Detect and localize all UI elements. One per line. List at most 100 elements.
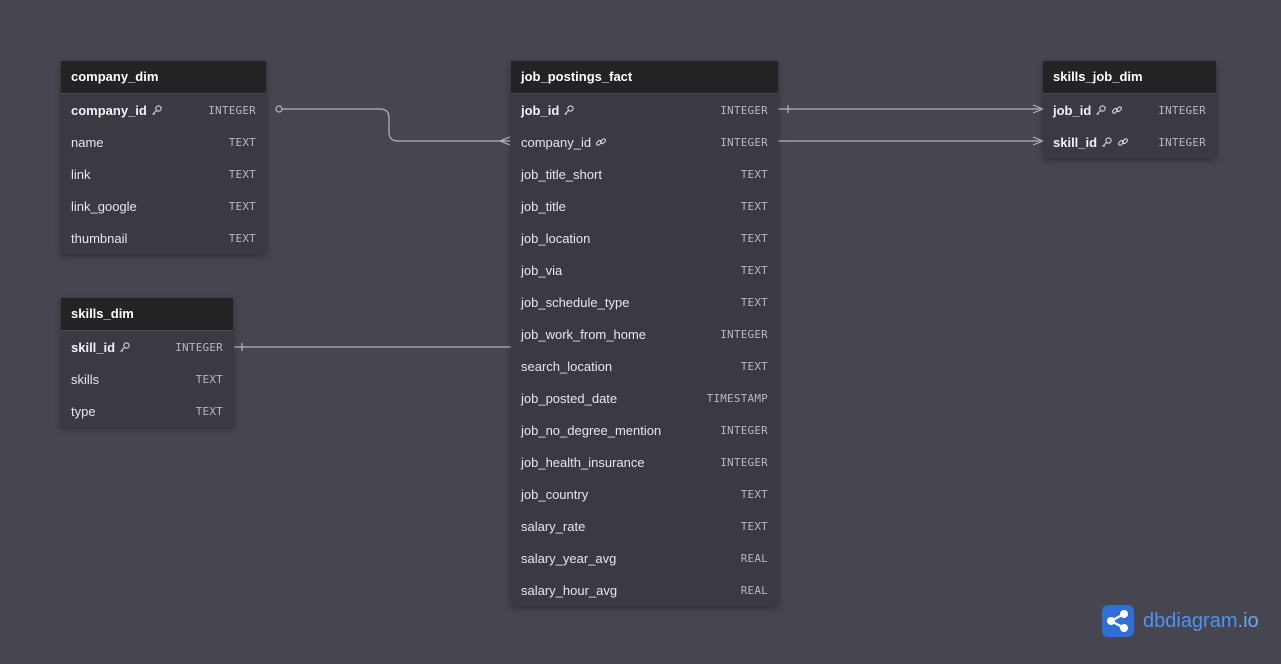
column-type: INTEGER [208, 103, 256, 117]
column-row[interactable]: skill_id INTEGER [1043, 126, 1216, 158]
column-row[interactable]: salary_rate TEXT [511, 510, 778, 542]
column-row[interactable]: job_title TEXT [511, 190, 778, 222]
column-type: REAL [740, 583, 768, 597]
column-type: TEXT [195, 404, 223, 418]
column-row[interactable]: link TEXT [61, 158, 266, 190]
table-title[interactable]: skills_dim [61, 298, 233, 331]
column-type: TEXT [740, 295, 768, 309]
column-type: TIMESTAMP [706, 391, 768, 405]
column-row[interactable]: search_location TEXT [511, 350, 778, 382]
column-name: job_via [521, 262, 563, 278]
relation-job-id [778, 104, 1044, 114]
column-type: TEXT [228, 135, 256, 149]
column-row[interactable]: job_no_degree_mention INTEGER [511, 414, 778, 446]
column-name: skill_id [1053, 134, 1098, 150]
column-type: REAL [740, 551, 768, 565]
column-type: TEXT [740, 167, 768, 181]
column-type: INTEGER [720, 327, 768, 341]
column-row[interactable]: link_google TEXT [61, 190, 266, 222]
column-row[interactable]: salary_hour_avg REAL [511, 574, 778, 606]
column-type: TEXT [740, 199, 768, 213]
key-icon [119, 341, 131, 353]
column-type: INTEGER [720, 103, 768, 117]
relation-skill-job [778, 136, 1044, 146]
column-row[interactable]: job_id INTEGER [511, 94, 778, 126]
column-type: TEXT [740, 231, 768, 245]
column-row[interactable]: name TEXT [61, 126, 266, 158]
table-title[interactable]: company_dim [61, 61, 266, 94]
column-name-cell: company_id [71, 103, 163, 118]
table-title[interactable]: job_postings_fact [511, 61, 778, 94]
column-row[interactable]: thumbnail TEXT [61, 222, 266, 254]
column-row[interactable]: skills TEXT [61, 363, 233, 395]
column-name: job_location [521, 230, 591, 246]
column-row[interactable]: job_via TEXT [511, 254, 778, 286]
table-job-postings-fact[interactable]: job_postings_fact job_id INTEGER company… [511, 61, 778, 606]
column-type: TEXT [228, 167, 256, 181]
column-row[interactable]: job_posted_date TIMESTAMP [511, 382, 778, 414]
column-type: TEXT [740, 519, 768, 533]
column-type: TEXT [228, 231, 256, 245]
relation-company-id [275, 105, 511, 146]
column-row[interactable]: job_work_from_home INTEGER [511, 318, 778, 350]
column-type: INTEGER [720, 455, 768, 469]
table-company-dim[interactable]: company_dim company_id INTEGER name TEXT… [61, 61, 266, 254]
column-name: link_google [71, 198, 137, 214]
column-name: salary_year_avg [521, 550, 617, 566]
column-row[interactable]: job_location TEXT [511, 222, 778, 254]
column-type: TEXT [740, 359, 768, 373]
column-type: INTEGER [720, 423, 768, 437]
key-icon [563, 104, 575, 116]
brand-name-main: dbdiagram [1143, 609, 1238, 632]
column-name: job_schedule_type [521, 294, 630, 310]
column-name: link [71, 166, 91, 182]
link-icon [1111, 104, 1123, 116]
column-name: job_id [521, 102, 560, 118]
column-type: INTEGER [175, 340, 223, 354]
column-row[interactable]: salary_year_avg REAL [511, 542, 778, 574]
column-type: INTEGER [1158, 103, 1206, 117]
column-type: TEXT [228, 199, 256, 213]
column-name-cell: job_id [521, 103, 575, 118]
link-icon [1117, 136, 1129, 148]
column-row[interactable]: company_id INTEGER [61, 94, 266, 126]
column-row[interactable]: company_id INTEGER [511, 126, 778, 158]
column-name: salary_hour_avg [521, 582, 618, 598]
column-type: INTEGER [720, 135, 768, 149]
column-row[interactable]: job_country TEXT [511, 478, 778, 510]
column-name: job_work_from_home [521, 326, 647, 342]
column-type: TEXT [195, 372, 223, 386]
column-name-cell: skill_id [71, 340, 131, 355]
column-name: type [71, 403, 96, 419]
column-name: job_no_degree_mention [521, 422, 662, 438]
column-row[interactable]: skill_id INTEGER [61, 331, 233, 363]
table-title[interactable]: skills_job_dim [1043, 61, 1216, 94]
column-name: name [71, 134, 104, 150]
column-name: job_title [521, 198, 566, 214]
column-name: salary_rate [521, 518, 586, 534]
key-icon [1095, 104, 1107, 116]
column-name: job_health_insurance [521, 454, 645, 470]
column-name: job_country [521, 486, 589, 502]
table-skills-dim[interactable]: skills_dim skill_id INTEGER skills TEXT … [61, 298, 233, 427]
column-row[interactable]: job_id INTEGER [1043, 94, 1216, 126]
column-row[interactable]: type TEXT [61, 395, 233, 427]
column-row[interactable]: job_title_short TEXT [511, 158, 778, 190]
brand-watermark[interactable]: dbdiagram.io [1102, 605, 1259, 637]
column-name-cell: job_id [1053, 103, 1123, 118]
column-name: thumbnail [71, 230, 128, 246]
share-logo-icon [1102, 605, 1134, 637]
column-name: job_title_short [521, 166, 602, 182]
table-skills-job-dim[interactable]: skills_job_dim job_id INTEGER skill_id [1043, 61, 1216, 158]
link-icon [595, 136, 607, 148]
brand-name: dbdiagram.io [1143, 610, 1259, 633]
column-row[interactable]: job_schedule_type TEXT [511, 286, 778, 318]
column-name: search_location [521, 358, 613, 374]
column-name: skills [71, 371, 100, 387]
column-name: company_id [521, 134, 592, 150]
column-row[interactable]: job_health_insurance INTEGER [511, 446, 778, 478]
relation-skill-id [234, 343, 511, 351]
column-name: job_posted_date [521, 390, 618, 406]
column-name-cell: skill_id [1053, 135, 1129, 150]
